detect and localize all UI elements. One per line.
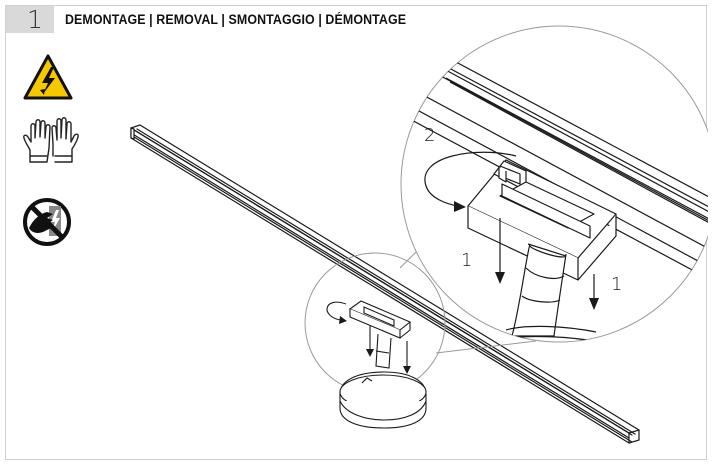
callout-pull-step-left: 1 [461, 250, 472, 271]
track-illustration: 2 1 1 [130, 25, 708, 444]
detail-circle-large: 2 1 1 [400, 25, 708, 343]
callout-rotate-step: 2 [424, 125, 435, 146]
detail-circle-small [304, 252, 446, 429]
high-voltage-warning-icon [23, 54, 73, 100]
instruction-panel: 1 DEMONTAGE | REMOVAL | SMONTAGGIO | DÉM… [5, 5, 708, 460]
step-number-box: 1 [6, 5, 54, 34]
step-header: 1 DEMONTAGE | REMOVAL | SMONTAGGIO | DÉM… [6, 5, 706, 34]
step-title: DEMONTAGE | REMOVAL | SMONTAGGIO | DÉMON… [65, 12, 407, 27]
callout-pull-step-right: 1 [611, 274, 622, 295]
do-not-touch-live-parts-icon [23, 198, 71, 246]
step-number: 1 [27, 5, 43, 34]
protective-gloves-icon [23, 117, 79, 163]
